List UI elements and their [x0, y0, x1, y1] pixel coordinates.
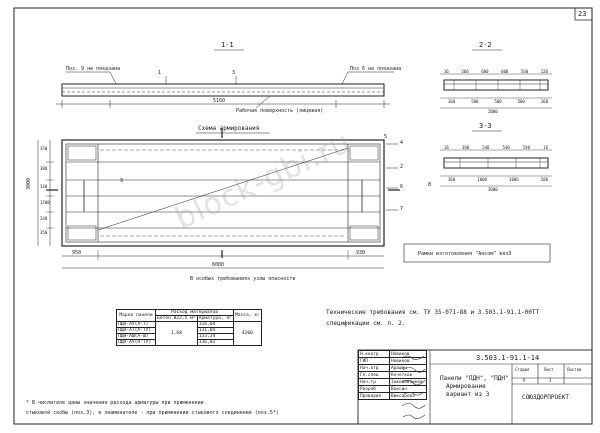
stamp-sheets-h: Листов: [567, 367, 582, 372]
dim-930: 930: [356, 250, 366, 256]
dim: 160: [540, 99, 548, 104]
note-pos9: Поз. 9 не показана: [66, 66, 121, 72]
s22-dims-bottom: 360 500 500 500 160: [448, 99, 548, 104]
dim-left-4: 1200: [40, 200, 50, 205]
outline-note: В особых требованиях узлы опасности: [190, 276, 296, 282]
s33-dims-top: 16 360 540 540 540 16: [444, 145, 548, 150]
s33-dims-bottom: 360 1000 1000 500: [448, 177, 548, 182]
mass-cell: ПДН-АТ(А-ТУ): [116, 327, 156, 334]
callout-6: 6: [400, 184, 404, 190]
dim: 600: [501, 69, 509, 74]
stamp-role: Разраб: [358, 385, 390, 393]
dim-950: 950: [72, 250, 82, 256]
mass-cell: 1,68: [155, 321, 198, 346]
mass-th-rebar: Арматура, кг: [196, 315, 234, 322]
mass-th-grade: Марка панели: [116, 309, 156, 322]
callout-9: 9: [120, 178, 124, 184]
mass-cell: 136,02: [196, 339, 234, 346]
stamp-title-1: Панели "ПДН", "ПДН": [440, 375, 509, 382]
footnote-line1: * В числителе даны значения расхода арма…: [26, 400, 204, 406]
callout-2: 2: [400, 164, 404, 170]
dim: 500: [540, 177, 548, 182]
dim-3000-left: 3000: [26, 177, 32, 190]
dim-5160: 5160: [213, 98, 226, 104]
dim: 1000: [509, 177, 519, 182]
stamp-stage-v: Р: [523, 378, 526, 383]
dim: 600: [481, 69, 489, 74]
dim-3000-s33: 3000: [488, 187, 498, 192]
callout-8: 8: [428, 182, 432, 188]
mass-th-mass: Масса, кг: [232, 309, 262, 322]
stamp-role: ГИП: [358, 357, 390, 365]
dim: 540: [482, 145, 490, 150]
dim: 16: [444, 145, 449, 150]
dim: 120: [540, 69, 548, 74]
stamp-stage-h: Стадия: [515, 367, 530, 372]
callout-3: 3: [232, 70, 236, 76]
stamp-sheet-h: Лист: [544, 367, 554, 372]
callout-1: 1: [158, 70, 162, 76]
stamp-role: Гл.спец: [358, 371, 390, 379]
dim: 500: [494, 99, 502, 104]
section-3-3-title: 3-3: [479, 122, 492, 130]
stamp-code: 3.503.1-91.1-14: [476, 354, 540, 362]
dim-left-1: 350: [40, 146, 48, 151]
stamp-title-2: Армирование: [446, 383, 486, 390]
callout-7: 7: [400, 206, 404, 212]
dim: 540: [502, 145, 510, 150]
mass-th-concrete: Бетон В22,5 м³: [155, 315, 198, 322]
dim: 360: [448, 99, 456, 104]
dim: 540: [522, 145, 531, 150]
dim: 16: [543, 145, 548, 150]
stamp-title-3: вариант из 3: [446, 391, 490, 398]
stamp-signatures: [401, 355, 426, 419]
frame-note: Рамки изготовления "Ансом" вяз3: [418, 251, 512, 257]
s22-dims-top: 16 360 600 600 560 120: [444, 69, 548, 74]
sheet-number: 23: [578, 10, 587, 18]
section-2-2-title: 2-2: [479, 41, 492, 49]
stamp-sheet-v: 3: [549, 378, 552, 383]
mass-table: Марка панели Расход материалов Масса, кг…: [116, 309, 262, 346]
stamp-person: Виксарова: [389, 392, 427, 400]
stamp-org: СОЮЗДОРПРОЕКТ: [522, 394, 569, 401]
dim-left-2: 380: [40, 166, 48, 171]
dim: 500: [517, 99, 525, 104]
dim: 16: [444, 69, 449, 74]
stamp-role: Нач.отд: [358, 364, 390, 372]
stamp-role: Нач.гр: [358, 378, 390, 386]
tech-req-line1: Технические требования см. ТУ 35-071-88 …: [326, 309, 540, 316]
scheme-title: Схема армирования: [198, 125, 260, 132]
dim: 360: [461, 145, 470, 150]
dim: 560: [520, 69, 529, 74]
dim: 360: [461, 69, 469, 74]
dim: 360: [448, 177, 456, 182]
callout-5: 5: [384, 134, 388, 140]
dim-left-3: 340: [40, 184, 48, 189]
section-1-1-title: 1-1: [221, 41, 234, 49]
dim: 500: [471, 99, 479, 104]
stamp-role: Проверил: [358, 392, 390, 400]
dim-2000: 2000: [488, 109, 498, 114]
dim-6000: 6000: [212, 262, 225, 268]
dim-left-5: 240: [40, 216, 48, 221]
footnote-line2: стыковой скобы (поз.3), в знаменателе - …: [26, 410, 279, 416]
tech-req-line2: спецификации см. л. 2.: [326, 320, 406, 327]
note-work-surface: Рабочая поверхность (лицевая): [236, 108, 324, 114]
stamp-role: Н.контр: [358, 350, 390, 358]
callout-4: 4: [400, 140, 404, 146]
dim: 1000: [477, 177, 487, 182]
note-pos6: Поз 6 не показана: [350, 66, 402, 72]
dim-left-6: 350: [40, 230, 48, 235]
mass-cell: 4200: [232, 321, 262, 346]
mass-cell: ПДН-АУ(А-ТУ): [116, 339, 156, 346]
